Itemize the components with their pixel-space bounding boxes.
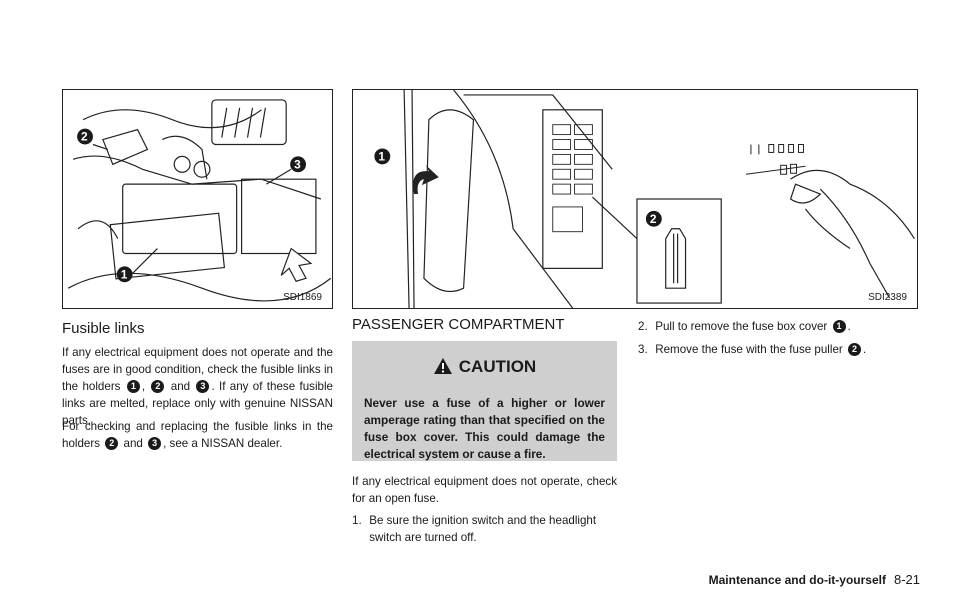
caution-text: Never use a fuse of a higher or lower am…	[364, 396, 605, 461]
callout-2-icon: 2	[151, 380, 165, 393]
open-fuse-paragraph: If any electrical equipment does not ope…	[352, 475, 617, 505]
footer-section: Maintenance and do-it-yourself	[708, 573, 886, 587]
callout-1-icon: 1	[126, 380, 140, 393]
callout-2-icon: 2	[848, 343, 862, 356]
callout-3-icon: 3	[196, 380, 210, 393]
page-footer: Maintenance and do-it-yourself 8-21	[709, 572, 920, 587]
dealer-paragraph: For checking and replacing the fusible l…	[62, 420, 333, 450]
caution-title: CAUTION	[458, 357, 537, 376]
passenger-fuse-figure: 1 2 SDI2389	[352, 89, 918, 309]
callout-1: 1	[121, 267, 128, 281]
callout-2: 2	[650, 212, 657, 226]
fusible-links-figure: 1 2 3 SDI1869	[62, 89, 333, 309]
callout-3-icon: 3	[148, 437, 162, 450]
fusible-links-paragraph: If any electrical equipment does not ope…	[62, 346, 333, 427]
callout-2: 2	[81, 130, 88, 144]
callout-2-icon: 2	[105, 437, 119, 450]
section-heading: Fusible links	[62, 320, 145, 337]
callout-3: 3	[294, 157, 301, 171]
step-3: 3. Remove the fuse with the fuse puller …	[638, 343, 867, 356]
warning-icon	[433, 358, 452, 374]
step-2: 2. Pull to remove the fuse box cover 1.	[638, 320, 851, 333]
callout-1-icon: 1	[832, 320, 846, 333]
figure-code: SDI1869	[283, 292, 322, 303]
figure-code: SDI2389	[868, 292, 907, 303]
caution-box: CAUTION Never use a fuse of a higher or …	[352, 341, 617, 461]
step-1: 1. Be sure the ignition switch and the h…	[352, 514, 597, 544]
page-number: 8-21	[893, 572, 920, 587]
callout-1: 1	[378, 149, 385, 163]
fuse-box-illustration: 1 2	[374, 90, 915, 308]
passenger-compartment-heading: PASSENGER COMPARTMENT	[352, 316, 565, 333]
engine-fuse-illustration: 1 2 3	[67, 99, 332, 302]
